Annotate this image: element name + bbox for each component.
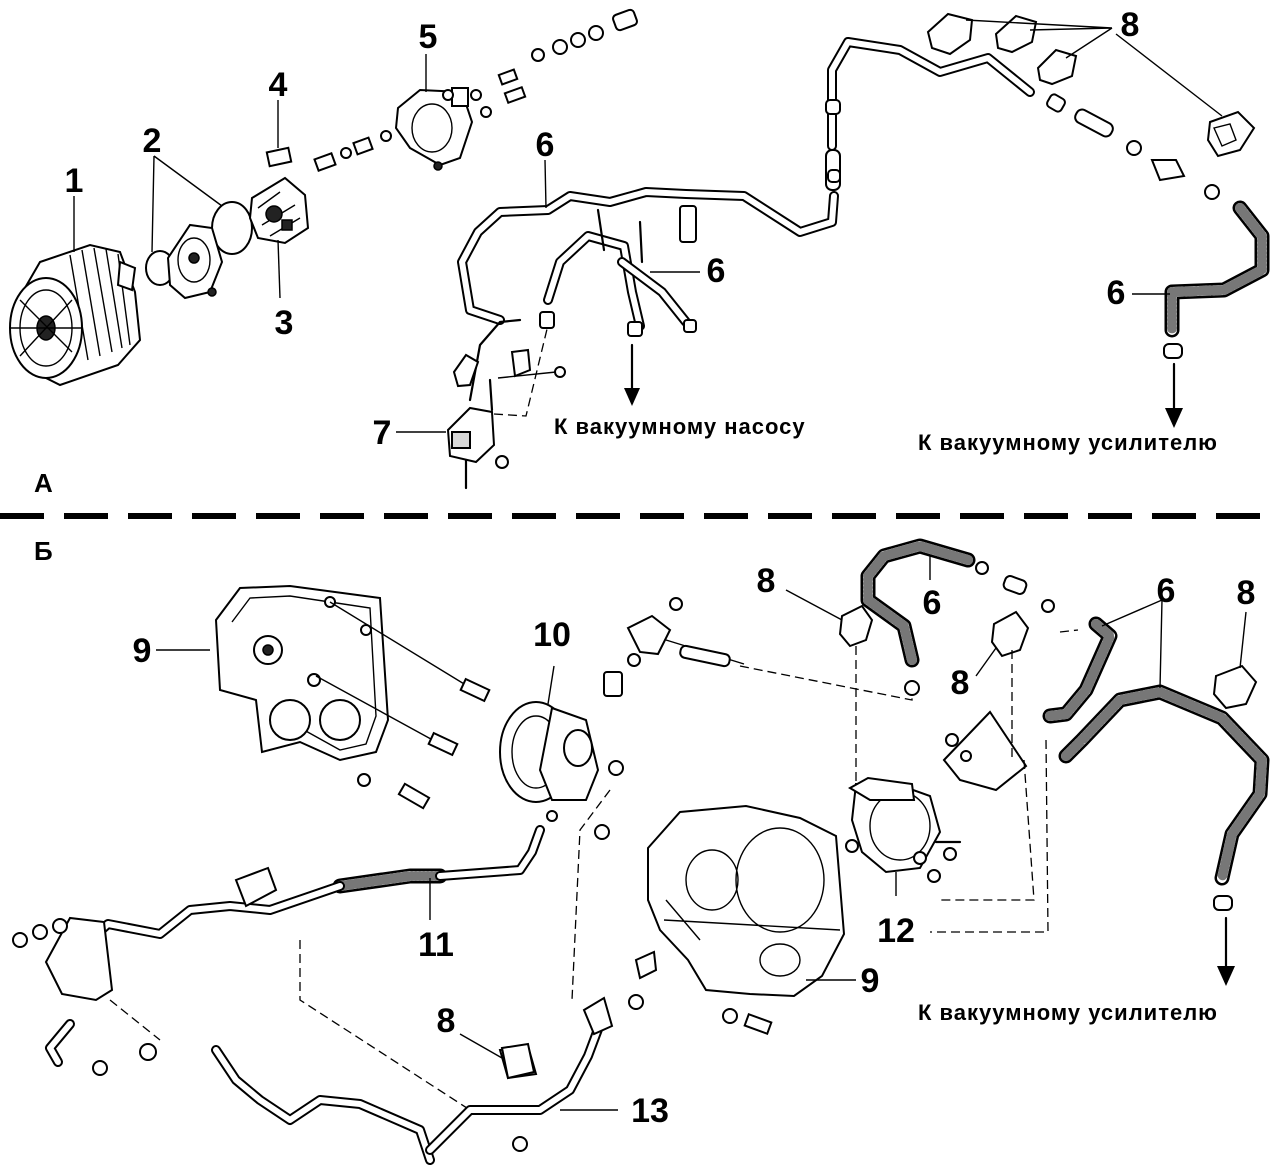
section-label-b: Б bbox=[34, 536, 53, 566]
callout-9-b2: 9 bbox=[861, 962, 880, 1000]
caption-to-vacuum-booster-b: К вакуумному усилителю bbox=[918, 1000, 1218, 1025]
callout-6-a3: 6 bbox=[1107, 274, 1126, 312]
clamp-b2 bbox=[990, 610, 1030, 658]
callout-8-b4: 8 bbox=[437, 1002, 456, 1040]
cover-plate-right bbox=[647, 804, 846, 1036]
callout-11: 11 bbox=[418, 926, 454, 964]
vacuum-pump bbox=[499, 701, 624, 840]
clamp-b3 bbox=[1212, 664, 1258, 710]
pump-rotor bbox=[248, 176, 310, 245]
callout-8-a: 8 bbox=[1121, 6, 1140, 44]
vacuum-tank bbox=[845, 776, 962, 883]
section-a: 1 2 3 4 5 6 6 6 7 8 К вакуумному насосу … bbox=[9, 6, 1270, 498]
section-b: Б bbox=[12, 536, 1270, 1165]
fittings-chain bbox=[313, 8, 638, 172]
clamp-b1 bbox=[838, 604, 874, 648]
caption-to-vacuum-booster-a: К вакуумному усилителю bbox=[918, 430, 1218, 455]
alternator bbox=[9, 243, 142, 387]
callout-9-b1: 9 bbox=[133, 632, 152, 670]
clamp-group-a bbox=[926, 12, 1256, 158]
pump-vane bbox=[265, 146, 293, 168]
clamp-b4 bbox=[500, 1042, 536, 1080]
callout-8-b2: 8 bbox=[951, 664, 970, 702]
callout-6-a1: 6 bbox=[536, 126, 555, 164]
callout-12: 12 bbox=[877, 912, 915, 950]
callout-6-b2: 6 bbox=[1157, 572, 1176, 610]
cover-plate-left bbox=[214, 584, 390, 762]
callout-13: 13 bbox=[631, 1092, 669, 1130]
callout-10: 10 bbox=[533, 616, 571, 654]
callout-5: 5 bbox=[419, 18, 438, 56]
callout-6-b1: 6 bbox=[923, 584, 942, 622]
callout-6-a2: 6 bbox=[707, 252, 726, 290]
callout-7: 7 bbox=[373, 414, 392, 452]
section-label-a: А bbox=[34, 468, 53, 498]
callout-1: 1 bbox=[65, 162, 84, 200]
caption-to-vacuum-pump: К вакуумному насосу bbox=[554, 414, 806, 439]
callout-8-b3: 8 bbox=[1237, 574, 1256, 612]
callout-2: 2 bbox=[143, 122, 162, 160]
callout-8-b1: 8 bbox=[757, 562, 776, 600]
callout-3: 3 bbox=[275, 304, 294, 342]
pump-housing bbox=[394, 87, 474, 171]
booster-line-a bbox=[1046, 93, 1270, 359]
callout-4: 4 bbox=[269, 66, 288, 104]
valve-bracket bbox=[446, 318, 566, 490]
gasket-set bbox=[145, 201, 253, 300]
